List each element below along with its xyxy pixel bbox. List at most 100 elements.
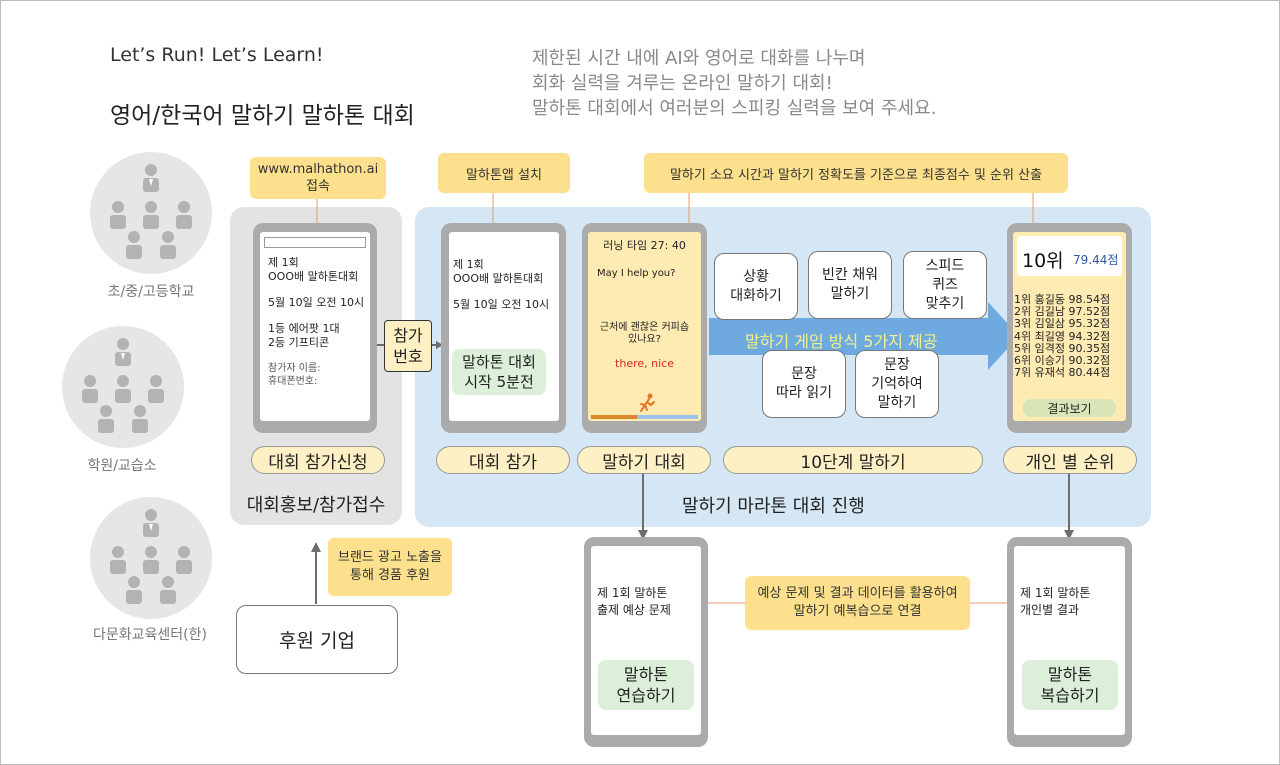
intro-line: 말하톤 대회에서 여러분의 스피킹 실력을 보여 주세요.: [532, 98, 937, 119]
sponsor-box: 후원 기업: [236, 605, 398, 674]
question-line: 있나요?: [628, 334, 661, 345]
question-text: 근처에 괜찮은 커피숍 있나요?: [588, 322, 701, 346]
title-line: 개인별 결과: [1020, 603, 1080, 617]
contest-name: OOO배 말하톤대회: [268, 270, 359, 283]
method-line: 퀴즈: [932, 276, 958, 293]
ranking-phone-screen: 10위 79.44점 1위 홍길동 98.54점 2위 김길남 97.52점 3…: [1013, 232, 1126, 421]
game-methods-label: 말하기 게임 방식 5가지 제공: [745, 332, 938, 351]
my-score: 79.44점: [1073, 253, 1119, 267]
view-results-button[interactable]: 결과보기: [1023, 399, 1116, 417]
my-rank: 10위: [1022, 250, 1064, 272]
contest-name: OOO배 말하톤대회: [453, 272, 544, 285]
review-phone-screen: 제 1회 말하톤 개인별 결과 말하톤 복습하기: [1014, 546, 1125, 735]
progress-track: [591, 415, 698, 419]
join-phone-screen: 제 1회 OOO배 말하톤대회 5월 10일 오전 10시 말하톤 대회 시작 …: [449, 232, 559, 421]
review-link-note: 예상 문제 및 결과 데이터를 활용하여 말하기 예복습으로 연결: [745, 576, 970, 630]
button-line: 참가: [393, 326, 423, 345]
method-line: 대화하기: [730, 287, 782, 304]
contest-phone: 러닝 타임 27: 40 May I help you? 근처에 괜찮은 커피숍…: [582, 223, 707, 433]
review-button[interactable]: 말하톤 복습하기: [1022, 660, 1118, 710]
method-line: 문장: [884, 356, 910, 373]
method-line: 상황: [743, 268, 769, 285]
button-line: 말하톤: [1047, 665, 1093, 684]
question-line: 근처에 괜찮은 커피숍: [599, 322, 690, 333]
website-note: www.malhathon.ai 접속: [250, 157, 386, 199]
academy-group-circle: [62, 326, 184, 448]
ranking-row: 5위 임격정 90.35점: [1014, 341, 1111, 355]
phone-number-field[interactable]: 휴대폰번호:: [268, 376, 318, 387]
group-label-school: 초/중/고등학교: [107, 284, 195, 300]
practice-button[interactable]: 말하톤 연습하기: [598, 660, 694, 710]
running-person-icon: [640, 393, 655, 412]
ranking-row: 7위 유재석 80.44점: [1014, 366, 1111, 380]
join-phone: 제 1회 OOO배 말하톤대회 5월 10일 오전 10시 말하톤 대회 시작 …: [441, 223, 566, 433]
contest-date: 5월 10일 오전 10시: [453, 298, 550, 311]
note-line: 말하기 예복습으로 연결: [793, 604, 922, 619]
apply-phone: 제 1회 OOO배 말하톤대회 5월 10일 오전 10시 1등 에어팟 1대 …: [253, 223, 377, 433]
intro-line: 제한된 시간 내에 AI와 영어로 대화를 나누며: [532, 48, 866, 69]
school-group-circle: [90, 152, 212, 274]
method-line: 기억하여: [871, 375, 923, 392]
button-line: 연습하기: [616, 686, 676, 705]
ranking-row: 2위 김길남 97.52점: [1014, 305, 1111, 319]
method-line: 빈칸 채워: [822, 267, 878, 283]
running-timer: 러닝 타임 27: 40: [603, 239, 686, 252]
title-line: 출제 예상 문제: [597, 603, 671, 617]
address-bar[interactable]: [264, 237, 366, 248]
note-line: 예상 문제 및 결과 데이터를 활용하여: [757, 586, 958, 601]
pill-apply: 대회 참가신청: [251, 446, 385, 474]
pill-ten-steps: 10단계 말하기: [723, 446, 983, 474]
method-read-along: 문장 따라 읽기: [762, 350, 846, 418]
button-line: 복습하기: [1040, 686, 1100, 705]
ranking-row: 3위 김일삼 95.32점: [1014, 317, 1111, 331]
ranking-list: 1위 홍길동 98.54점 2위 김길남 97.52점 3위 김일삼 95.32…: [1014, 293, 1111, 380]
practice-title: 제 1회 말하톤 출제 예상 문제: [597, 585, 671, 619]
review-title: 제 1회 말하톤 개인별 결과: [1020, 585, 1090, 619]
pill-ranking: 개인 별 순위: [1003, 446, 1137, 474]
method-line: 말하기: [877, 394, 917, 411]
prize-1: 1등 에어팟 1대: [268, 322, 340, 335]
practice-phone-screen: 제 1회 말하톤 출제 예상 문제 말하톤 연습하기: [591, 546, 701, 735]
promo-section-label: 대회홍보/참가접수: [246, 495, 386, 516]
ranking-row: 1위 홍길동 98.54점: [1014, 293, 1111, 306]
method-speed-quiz: 스피드 퀴즈 맞추기: [903, 251, 987, 319]
title-line: 제 1회 말하톤: [1020, 586, 1091, 600]
method-memorize-speak: 문장 기억하여 말하기: [855, 350, 939, 418]
pill-join: 대회 참가: [436, 446, 570, 474]
ranking-row: 4위 최길영 94.32점: [1014, 329, 1111, 343]
name-field[interactable]: 참가자 이름:: [268, 363, 321, 374]
people-group-icon: [110, 164, 192, 259]
apply-phone-screen: 제 1회 OOO배 말하톤대회 5월 10일 오전 10시 1등 에어팟 1대 …: [260, 232, 370, 421]
button-line: 번호: [393, 347, 423, 366]
progress-fill: [591, 415, 637, 419]
people-group-icon: [82, 338, 164, 433]
title-line: 제 1회 말하톤: [597, 586, 668, 600]
title-english: Let’s Run! Let’s Learn!: [110, 44, 324, 66]
method-line: 스피드: [925, 257, 965, 274]
app-install-note: 말하톤앱 설치: [438, 153, 570, 193]
start-in-5min-button[interactable]: 말하톤 대회 시작 5분전: [452, 349, 546, 395]
contest-phone-screen: 러닝 타임 27: 40 May I help you? 근처에 괜찮은 커피숍…: [588, 232, 701, 421]
method-situation-dialogue: 상황 대화하기: [714, 253, 798, 320]
button-line: 말하톤 대회: [462, 353, 536, 371]
contest-number: 제 1회: [453, 258, 484, 271]
sponsor-benefit-note: 브랜드 광고 노출을 통해 경품 후원: [328, 538, 452, 596]
website-url[interactable]: www.malhathon.ai: [257, 162, 379, 177]
method-line: 따라 읽기: [776, 385, 832, 401]
method-line: 말하기: [830, 286, 870, 302]
button-line: 말하톤: [623, 665, 669, 684]
ai-prompt: May I help you?: [597, 268, 676, 279]
title-korean: 영어/한국어 말하기 말하톤 대회: [110, 103, 415, 129]
group-label-multicultural: 다문화교육센터(한): [93, 627, 207, 643]
note-line: 브랜드 광고 노출을: [338, 550, 442, 565]
contest-number: 제 1회: [268, 256, 299, 269]
join-number-button[interactable]: 참가 번호: [384, 320, 432, 372]
answer-text: there, nice: [615, 357, 674, 370]
method-fill-blank: 빈칸 채워 말하기: [808, 251, 892, 319]
ranking-row: 6위 이승기 90.32점: [1014, 354, 1111, 368]
intro-line: 회화 실력을 겨루는 온라인 말하기 대회!: [532, 73, 833, 94]
pill-contest: 말하기 대회: [577, 446, 711, 474]
people-group-icon: [110, 509, 192, 604]
contest-date: 5월 10일 오전 10시: [268, 296, 365, 309]
ranking-phone: 10위 79.44점 1위 홍길동 98.54점 2위 김길남 97.52점 3…: [1007, 223, 1132, 433]
